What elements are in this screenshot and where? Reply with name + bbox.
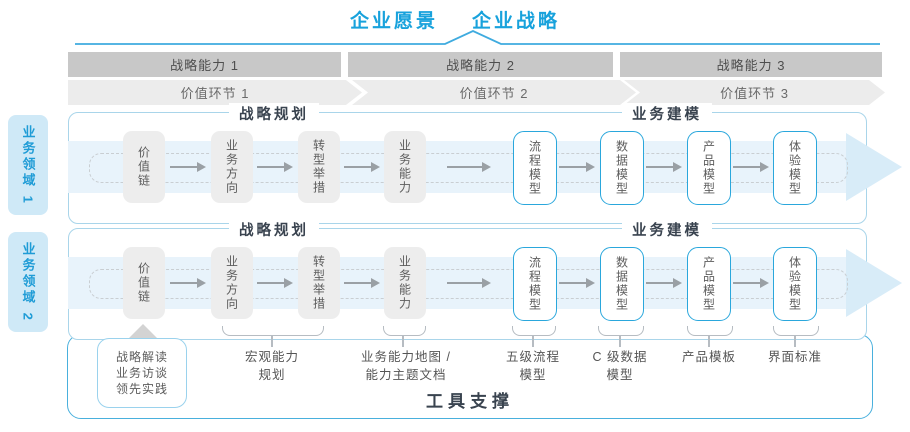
bracket-process-model — [512, 326, 556, 336]
tool-support-label: 工具支撑 — [426, 392, 514, 411]
flow-arrow-icon — [646, 278, 682, 288]
experience-model-node: 体验模型 — [773, 247, 817, 321]
flow-arrow-icon — [733, 162, 769, 172]
tool-support-container: 工具支撑 — [67, 334, 873, 419]
data-model-node: 数据模型 — [600, 131, 644, 205]
business-domain-2-label: 业务领域 2 — [8, 232, 48, 332]
five-level-process-model-label: 五级流程 模型 — [505, 350, 561, 382]
bracket-product-template — [687, 326, 733, 336]
dashed-track — [89, 153, 848, 183]
strategic-capability-2-bar: 战略能力 2 — [348, 52, 613, 77]
strategy-input-line: 领先实践 — [115, 382, 168, 397]
business-domain-2-flow-row: 战略规划 业务建模 价值链 业务方向 转型举措 业务能力 流程模型 数据模型 产… — [68, 219, 902, 340]
bracket-data-model — [598, 326, 644, 336]
strategic-planning-header: 战略规划 — [229, 103, 319, 124]
bracket-capability-map — [383, 326, 426, 336]
bracket-stem — [271, 335, 273, 347]
strategy-input-line: 战略解读 — [115, 349, 168, 364]
c-level-data-model-label: C 级数据 模型 — [592, 350, 648, 382]
transformation-initiative-node: 转型举措 — [298, 247, 340, 319]
transformation-initiative-node: 转型举措 — [298, 131, 340, 203]
dashed-track — [89, 269, 848, 299]
value-link-3-chevron: 价值环节 3 — [624, 80, 885, 105]
bracket-stem — [619, 335, 621, 347]
bracket-stem — [794, 335, 796, 347]
product-model-node: 产品模型 — [687, 247, 731, 321]
flow-arrow-icon — [170, 278, 206, 288]
flow-arrow-icon — [733, 278, 769, 288]
flow-arrow-icon — [170, 162, 206, 172]
bracket-ui-standard — [773, 326, 819, 336]
enterprise-vision-title: 企业愿景 — [349, 11, 438, 32]
value-link-1-chevron: 价值环节 1 — [68, 80, 362, 105]
flow-arrow-icon — [559, 278, 595, 288]
ui-standard-label: 界面标准 — [767, 350, 823, 364]
business-capability-node: 业务能力 — [384, 247, 426, 319]
business-direction-node: 业务方向 — [211, 247, 253, 319]
value-chain-node: 价值链 — [123, 131, 165, 203]
flow-arrow-icon — [447, 278, 491, 288]
product-template-label: 产品模板 — [681, 350, 737, 364]
strategic-capability-1-bar: 战略能力 1 — [68, 52, 341, 77]
flow-band-arrowhead-icon — [846, 249, 902, 317]
value-chain-node: 价值链 — [123, 247, 165, 319]
product-model-node: 产品模型 — [687, 131, 731, 205]
flow-arrow-icon — [559, 162, 595, 172]
bracket-stem — [708, 335, 710, 347]
business-domain-1-label: 业务领域 1 — [8, 115, 48, 215]
page-title: 企业愿景 企业战略 — [0, 6, 910, 33]
macro-capability-planning-label: 宏观能力 规划 — [244, 350, 300, 382]
business-capability-node: 业务能力 — [384, 131, 426, 203]
strategy-input-line: 业务访谈 — [115, 365, 168, 380]
strategy-input-box: 战略解读 业务访谈 领先实践 — [97, 338, 187, 408]
value-link-2-chevron: 价值环节 2 — [352, 80, 636, 105]
flow-arrow-icon — [646, 162, 682, 172]
bracket-stem — [402, 335, 404, 347]
business-direction-node: 业务方向 — [211, 131, 253, 203]
flow-band-arrowhead-icon — [846, 133, 902, 201]
capability-map-doc-label: 业务能力地图 / 能力主题文档 — [361, 350, 451, 382]
strategic-planning-header: 战略规划 — [229, 219, 319, 240]
flow-arrow-icon — [344, 278, 380, 288]
bracket-stem — [532, 335, 534, 347]
flow-arrow-icon — [344, 162, 380, 172]
business-modeling-header: 业务建模 — [622, 103, 712, 124]
business-modeling-header: 业务建模 — [622, 219, 712, 240]
flow-arrow-icon — [257, 162, 293, 172]
bracket-macro-capability — [222, 326, 324, 336]
flow-arrow-icon — [447, 162, 491, 172]
title-underline-pointer — [75, 30, 880, 45]
data-model-node: 数据模型 — [600, 247, 644, 321]
strategic-capability-3-bar: 战略能力 3 — [620, 52, 882, 77]
business-domain-1-flow-row: 战略规划 业务建模 价值链 业务方向 转型举措 业务能力 流程模型 数据模型 产… — [68, 103, 902, 224]
process-model-node: 流程模型 — [513, 131, 557, 205]
experience-model-node: 体验模型 — [773, 131, 817, 205]
process-model-node: 流程模型 — [513, 247, 557, 321]
flow-arrow-icon — [257, 278, 293, 288]
enterprise-strategy-title: 企业战略 — [472, 11, 561, 32]
up-arrow-icon — [129, 324, 157, 338]
